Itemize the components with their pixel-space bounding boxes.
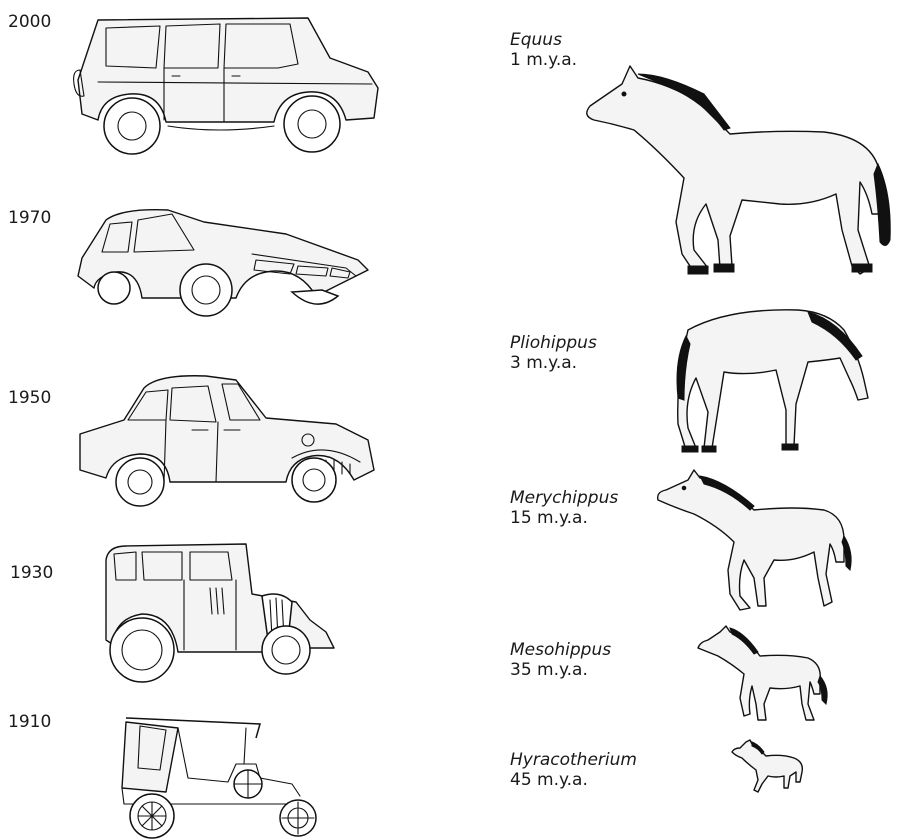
equus-label: Equus 1 m.y.a.: [510, 30, 577, 70]
genus-age: 45 m.y.a.: [510, 770, 637, 790]
genus-name: Mesohippus: [510, 640, 611, 660]
genus-name: Equus: [510, 30, 577, 50]
year-label-2000: 2000: [8, 12, 51, 32]
year-label-1950: 1950: [8, 388, 51, 408]
sedan-1970-illustration: [76, 206, 376, 326]
sedan-1950-illustration: [70, 370, 380, 510]
genus-name: Pliohippus: [510, 333, 597, 353]
year-label-1970: 1970: [8, 208, 51, 228]
mesohippus-illustration: [696, 624, 832, 724]
genus-name: Merychippus: [510, 488, 618, 508]
year-label-1910: 1910: [8, 712, 51, 732]
year-label-1930: 1930: [10, 563, 53, 583]
genus-name: Hyracotherium: [510, 750, 637, 770]
merychippus-label: Merychippus 15 m.y.a.: [510, 488, 618, 528]
genus-age: 3 m.y.a.: [510, 353, 597, 373]
mesohippus-label: Mesohippus 35 m.y.a.: [510, 640, 611, 680]
hyracotherium-illustration: [730, 738, 810, 796]
pliohippus-illustration: [668, 300, 874, 458]
suv-2000-illustration: [68, 10, 388, 160]
car-1930-illustration: [96, 540, 346, 690]
equus-illustration: [574, 54, 900, 290]
pliohippus-label: Pliohippus 3 m.y.a.: [510, 333, 597, 373]
car-1910-illustration: [96, 708, 336, 838]
genus-age: 35 m.y.a.: [510, 660, 611, 680]
genus-age: 15 m.y.a.: [510, 508, 618, 528]
merychippus-illustration: [654, 466, 860, 616]
hyracotherium-label: Hyracotherium 45 m.y.a.: [510, 750, 637, 790]
genus-age: 1 m.y.a.: [510, 50, 577, 70]
